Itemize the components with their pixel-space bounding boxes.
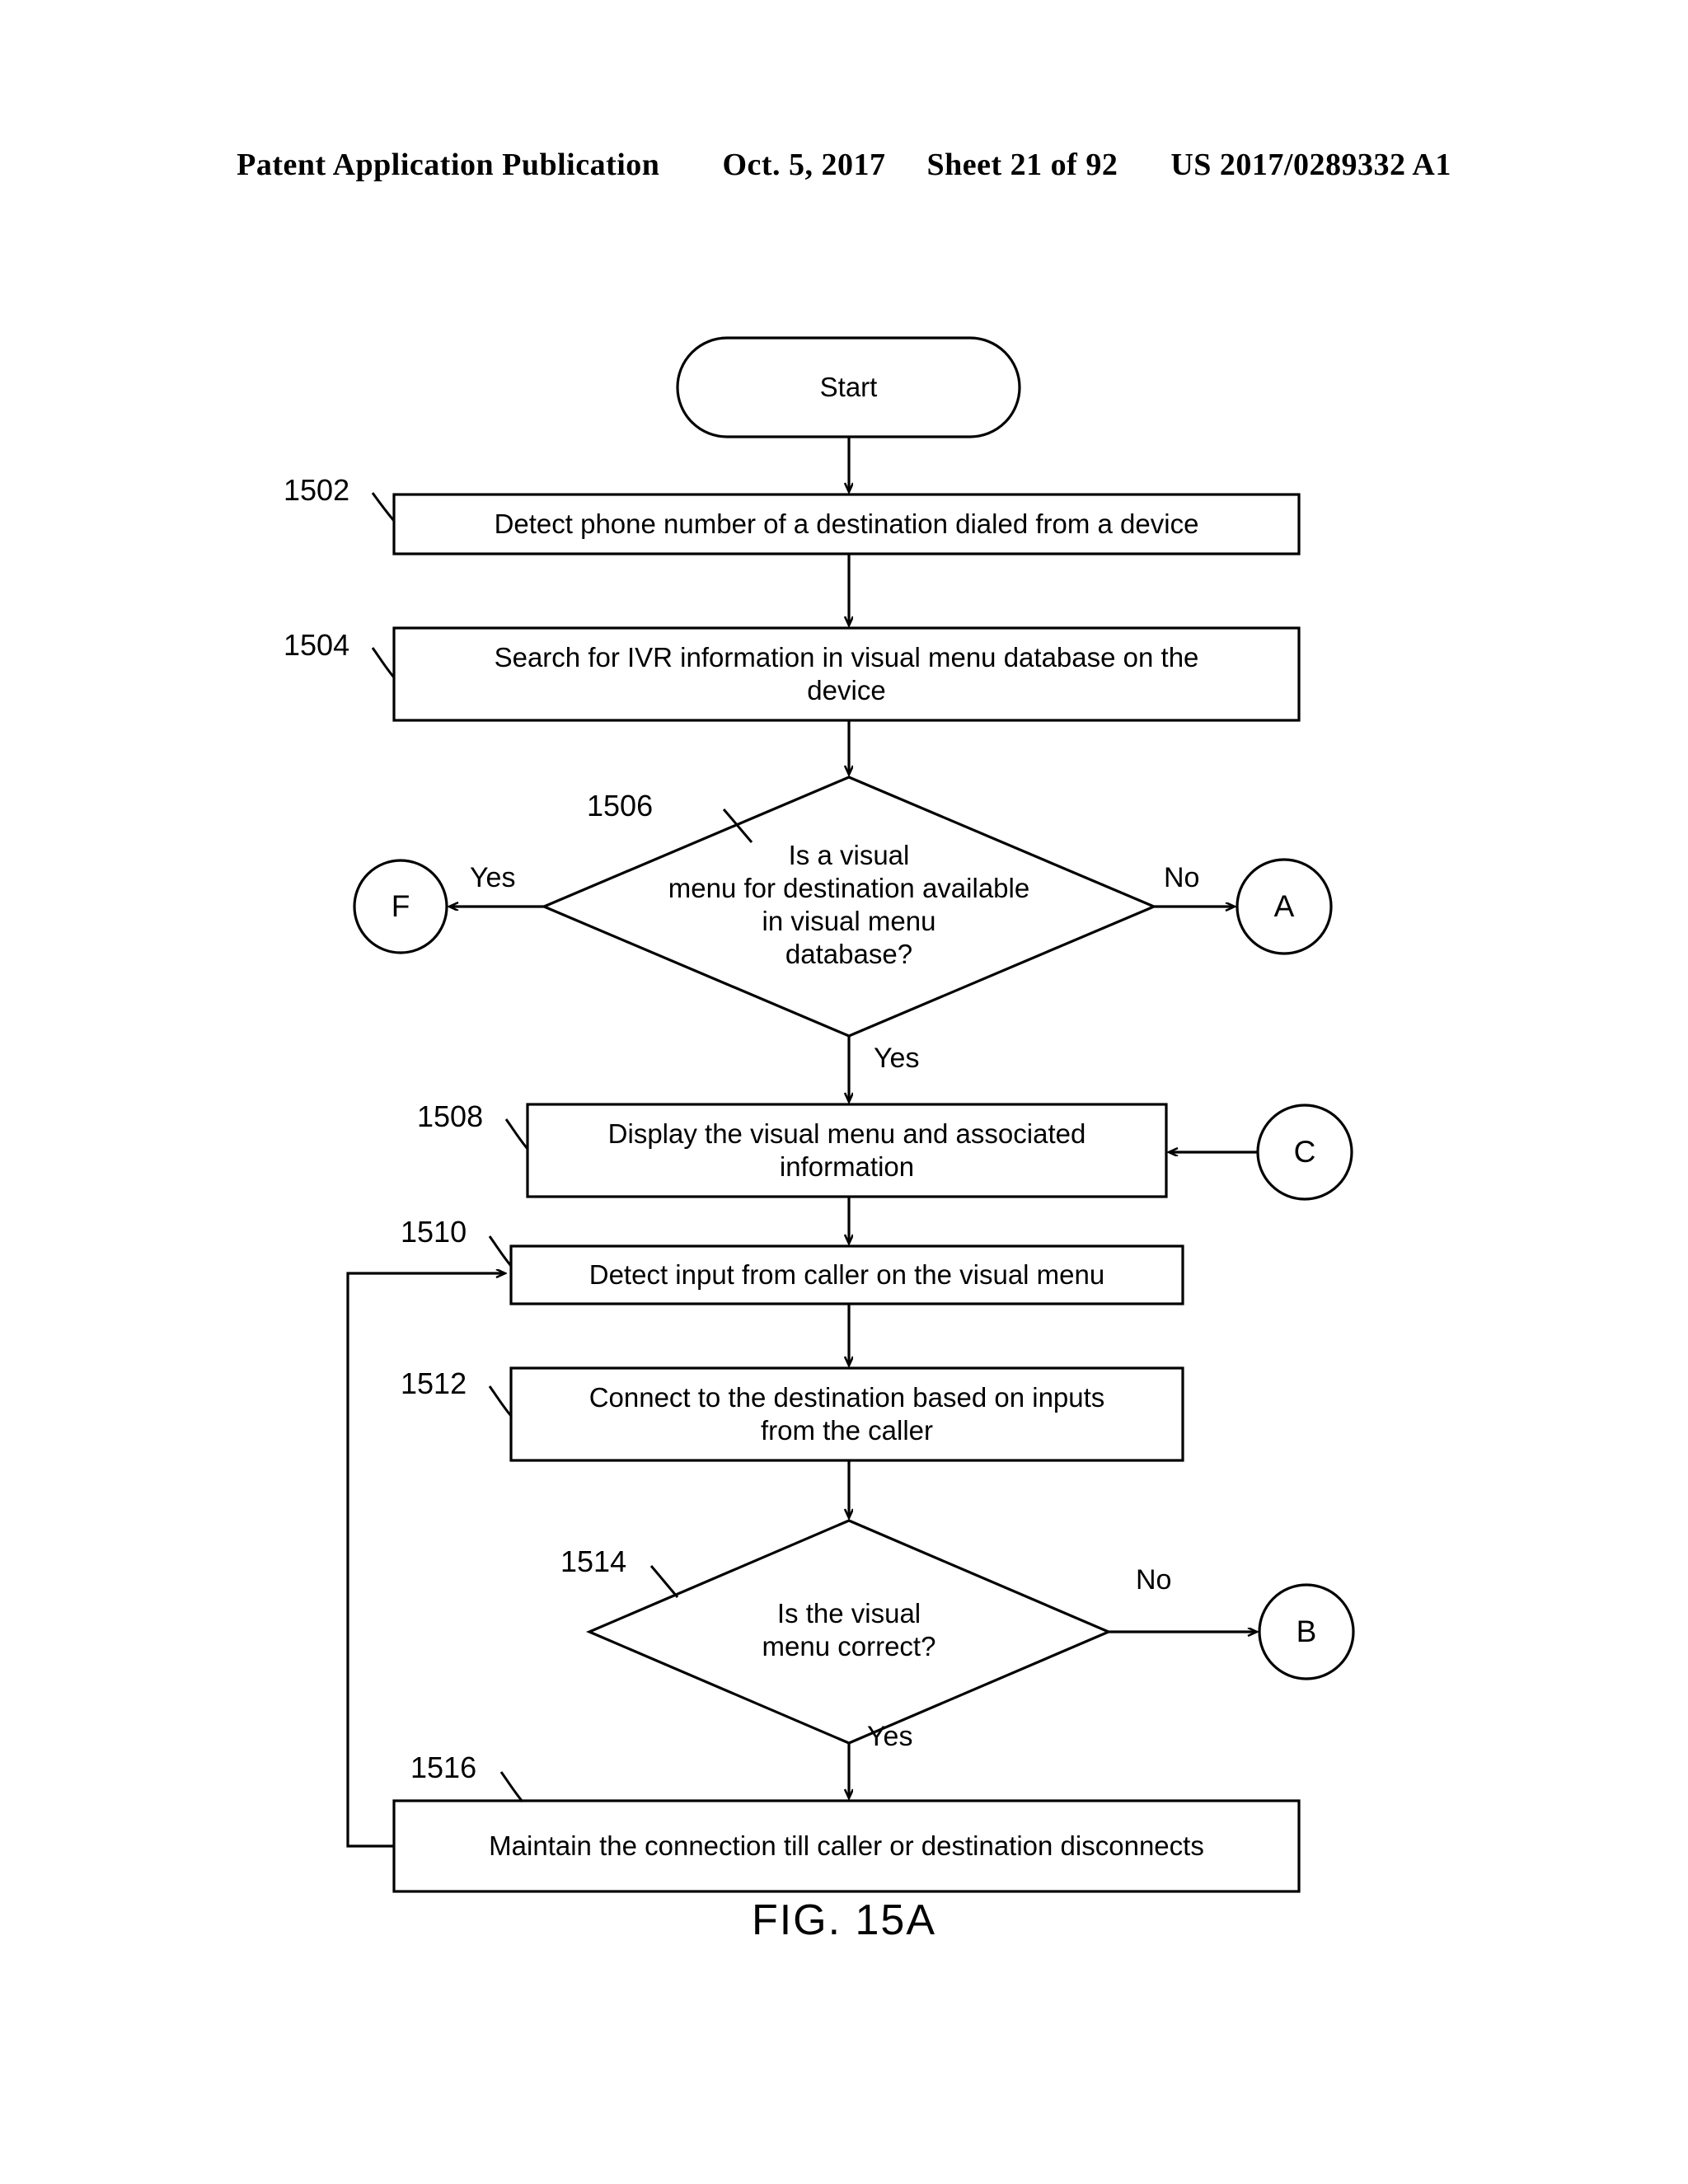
edge-1516-feedback-to-1510 xyxy=(346,1273,504,1848)
leader-1508 xyxy=(504,1118,529,1150)
edge-label-1506-no-right: No xyxy=(1164,862,1200,893)
leader-1510 xyxy=(488,1235,513,1267)
ref-numeral-1506: 1506 xyxy=(587,789,654,823)
edge-label-1514-no-right: No xyxy=(1136,1564,1172,1596)
connector-B-label: B xyxy=(1296,1615,1317,1648)
leader-1504 xyxy=(371,647,396,678)
publication-date: Oct. 5, 2017 xyxy=(722,148,886,182)
leader-1512 xyxy=(488,1385,513,1417)
sheet-number: Sheet 21 of 92 xyxy=(926,148,1118,182)
connector-A-label: A xyxy=(1273,889,1295,923)
step-1510-shape xyxy=(509,1244,1184,1305)
ref-numeral-1514: 1514 xyxy=(560,1544,627,1578)
ref-numeral-1512: 1512 xyxy=(401,1366,467,1400)
patent-running-head: Patent Application Publication Oct. 5, 2… xyxy=(0,147,1688,183)
leader-1502 xyxy=(371,492,396,522)
ref-numeral-1508: 1508 xyxy=(417,1099,484,1133)
step-1512-shape xyxy=(509,1366,1184,1462)
connector-B-shape xyxy=(1258,1583,1355,1680)
step-1508-shape xyxy=(526,1103,1168,1198)
connector-C-label: C xyxy=(1293,1135,1316,1169)
step-1516-label: Maintain the connection till caller or d… xyxy=(489,1830,1204,1861)
decision-1514-label: Is the visual menu correct? xyxy=(762,1598,936,1661)
leader-1516 xyxy=(499,1771,524,1802)
ref-numeral-1516: 1516 xyxy=(410,1750,477,1784)
step-1508-label: Display the visual menu and associated i… xyxy=(607,1118,1086,1182)
leader-1514 xyxy=(649,1565,679,1598)
ref-numeral-1504: 1504 xyxy=(284,628,350,662)
decision-1506-label: Is a visual menu for destination availab… xyxy=(668,840,1030,969)
edge-label-1506-yes-down: Yes xyxy=(874,1043,920,1074)
start-terminator-label: Start xyxy=(819,372,878,402)
step-1504-label: Search for IVR information in visual men… xyxy=(494,642,1199,705)
step-1504-shape xyxy=(392,626,1301,722)
connector-F-shape xyxy=(353,859,448,954)
connector-A-shape xyxy=(1236,858,1333,955)
publication-label: Patent Application Publication xyxy=(237,148,660,182)
patent-number: US 2017/0289332 A1 xyxy=(1170,148,1451,182)
leader-1506 xyxy=(722,808,753,843)
edge-label-1514-yes-down: Yes xyxy=(867,1721,913,1752)
ref-numeral-1510: 1510 xyxy=(401,1215,467,1249)
edge-label-1506-yes-left: Yes xyxy=(470,862,516,893)
figure-caption: FIG. 15A xyxy=(751,1896,937,1944)
step-1510-label: Detect input from caller on the visual m… xyxy=(588,1259,1105,1290)
step-1502-label: Detect phone number of a destination dia… xyxy=(494,509,1199,539)
step-1502-shape xyxy=(392,493,1301,555)
step-1512-label: Connect to the destination based on inpu… xyxy=(588,1382,1105,1446)
step-1516-shape xyxy=(392,1799,1301,1893)
connector-F-label: F xyxy=(391,889,410,923)
ref-numeral-1502: 1502 xyxy=(284,473,350,507)
